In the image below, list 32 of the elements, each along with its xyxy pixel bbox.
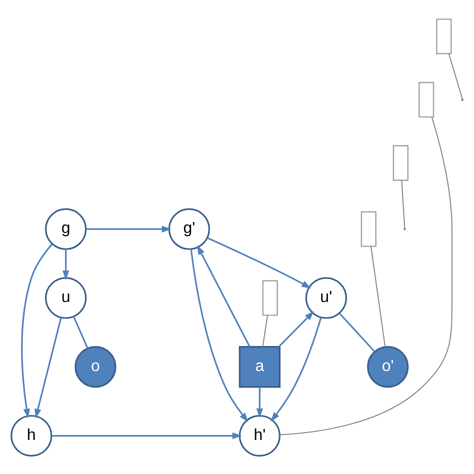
node-box: [262, 280, 278, 316]
node-circle: o: [74, 346, 116, 388]
node-circle: u: [45, 276, 87, 318]
connector: [338, 312, 376, 352]
node-box: [392, 144, 408, 180]
arrow: [62, 248, 70, 280]
connector: [279, 116, 452, 435]
node-circle: h': [238, 414, 281, 456]
node-circle: h: [10, 414, 52, 456]
node-circle: g: [45, 208, 87, 250]
connector: [72, 316, 88, 348]
connector: [401, 179, 406, 228]
connector: [262, 314, 268, 347]
arrow: [207, 236, 312, 288]
node-box: [436, 18, 452, 54]
arrow: [34, 317, 62, 418]
arrow: [270, 316, 322, 422]
arrow: [278, 310, 314, 347]
node-circle: u': [305, 276, 347, 318]
arrow: [190, 248, 248, 422]
node-circle: g': [168, 208, 210, 250]
arrow: [256, 386, 264, 418]
arrow: [21, 242, 53, 418]
node-box: [418, 81, 434, 118]
connector: [448, 52, 463, 99]
arrow: [51, 432, 242, 439]
connector: [370, 245, 386, 347]
arrow: [197, 244, 250, 347]
node-box: a: [238, 346, 281, 388]
node-box: [360, 210, 376, 246]
arrow: [86, 225, 172, 232]
node-circle: o': [367, 346, 409, 388]
